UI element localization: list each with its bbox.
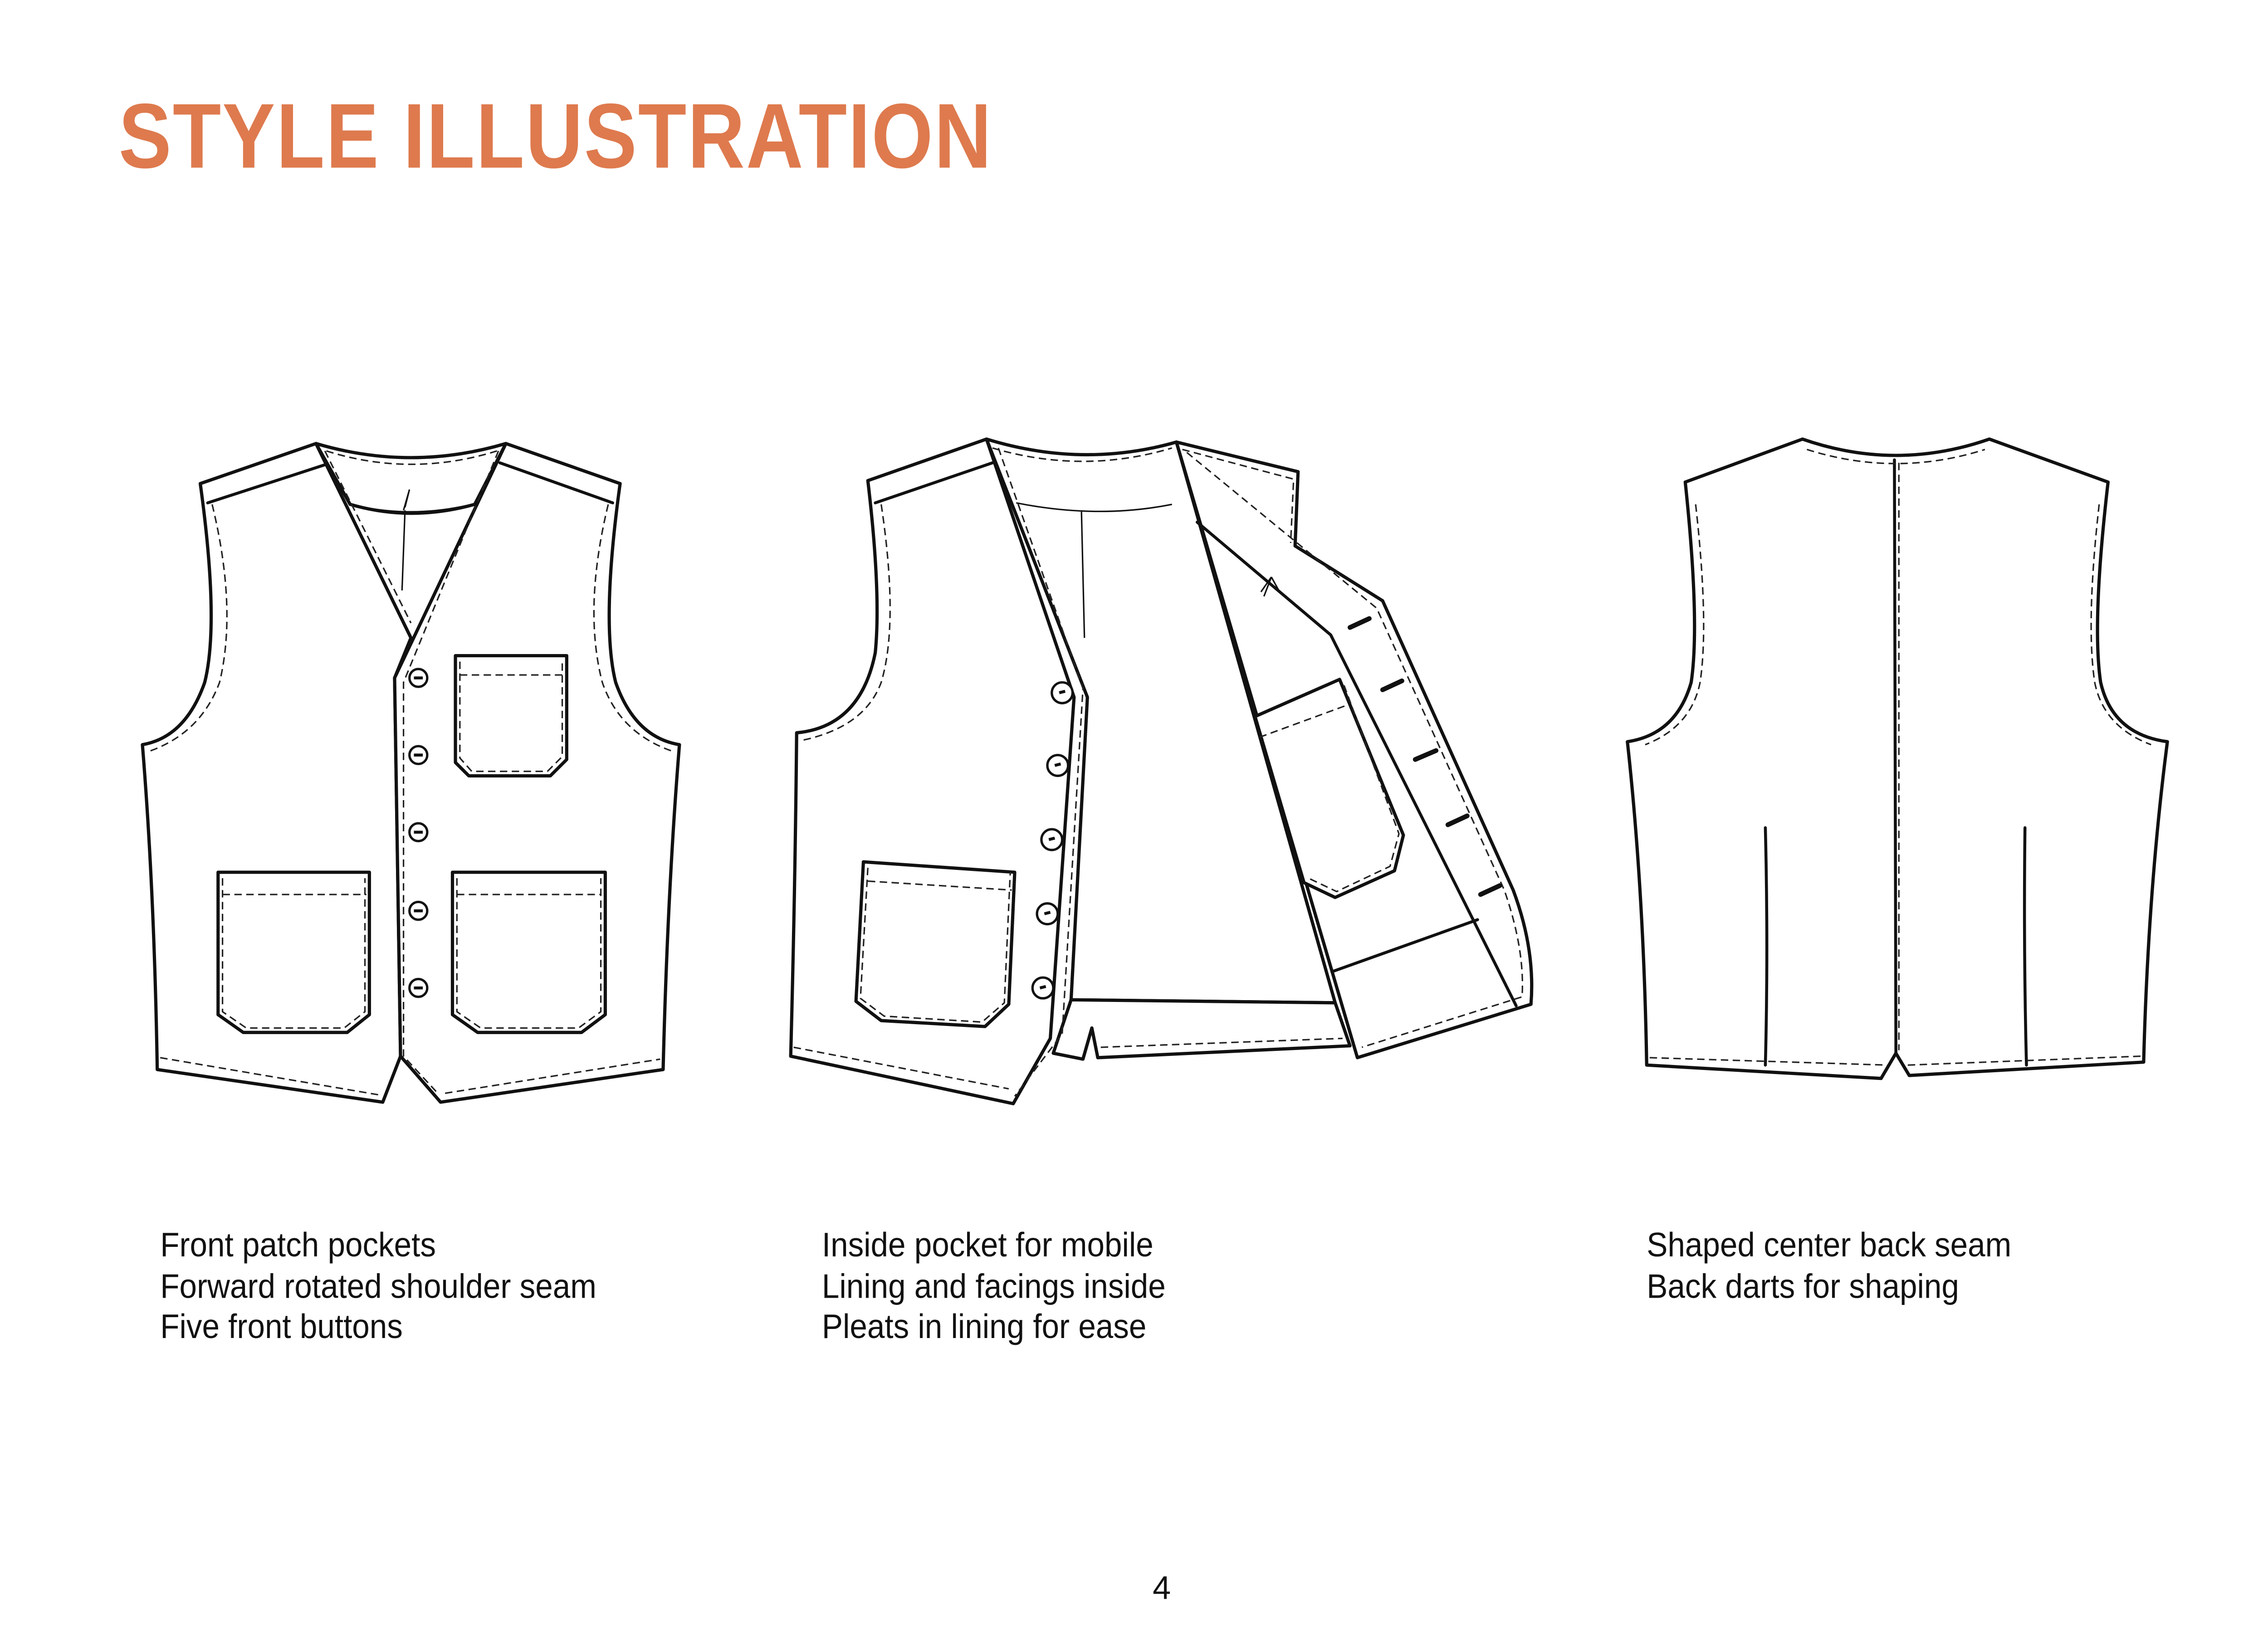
- lining-hem-edge: [1330, 918, 1479, 973]
- button-icon: [408, 745, 429, 765]
- page-title: STYLE ILLUSTRATION: [118, 86, 993, 189]
- lining-neck-line: [1016, 502, 1173, 513]
- buttonhole-icon: [1445, 813, 1470, 827]
- back-dart-right: [2023, 826, 2028, 1067]
- button-icon: [1036, 902, 1059, 926]
- lining-hem: [1051, 998, 1352, 1061]
- front-buttons: [1031, 681, 1074, 1000]
- inside-mobile-pocket: [1253, 678, 1405, 899]
- button-icon: [1051, 681, 1074, 704]
- chest-patch-pocket: [454, 654, 568, 778]
- buttonhole-icon: [1380, 678, 1404, 693]
- feature-item: Inside pocket for mobile: [821, 1225, 1154, 1264]
- button-icon: [1031, 976, 1055, 1000]
- feature-item: Lining and facings inside: [821, 1266, 1166, 1305]
- buttonholes: [1347, 616, 1502, 897]
- button-icon: [408, 822, 429, 842]
- lower-right-patch-pocket: [450, 870, 607, 1034]
- feature-item: Five front buttons: [160, 1307, 403, 1346]
- lining-pleat-arrow: [1260, 576, 1280, 597]
- button-icon: [1040, 828, 1064, 851]
- lining-neck-line: [350, 503, 472, 513]
- button-icon: [408, 668, 429, 688]
- back-view-features: Shaped center back seam Back darts for s…: [1647, 1225, 2011, 1307]
- front-view-features: Front patch pockets Forward rotated shou…: [160, 1225, 596, 1348]
- button-icon: [408, 900, 429, 921]
- feature-item: Back darts for shaping: [1647, 1266, 1959, 1305]
- vest-open-illustration: [789, 437, 1534, 1105]
- shoulder-seam-left: [206, 463, 328, 504]
- page-number: 4: [1153, 1569, 1171, 1607]
- lower-left-patch-pocket: [216, 870, 371, 1034]
- vest-back-illustration: [1626, 437, 2169, 1080]
- feature-item: Shaped center back seam: [1647, 1225, 2012, 1264]
- feature-item: Forward rotated shoulder seam: [160, 1266, 596, 1305]
- shoulder-seam-left: [874, 461, 994, 504]
- vest-front-illustration: [141, 442, 681, 1104]
- buttonhole-icon: [1413, 748, 1439, 762]
- back-dart-left: [1764, 826, 1769, 1067]
- lining-pleat: [1080, 512, 1085, 638]
- button-icon: [1046, 754, 1070, 777]
- feature-item: Front patch pockets: [160, 1225, 436, 1264]
- lower-left-patch-pocket: [854, 860, 1017, 1028]
- button-icon: [408, 977, 429, 998]
- feature-item: Pleats in lining for ease: [821, 1307, 1147, 1346]
- center-back-seam: [1893, 458, 1897, 1055]
- lining-pleat: [401, 489, 411, 591]
- shoulder-seam-right: [498, 461, 614, 504]
- back-panel: [1626, 437, 2169, 1080]
- buttonhole-icon: [1347, 616, 1372, 630]
- open-view-features: Inside pocket for mobile Lining and faci…: [822, 1225, 1166, 1348]
- front-buttons: [408, 668, 429, 998]
- facing-edge: [1196, 520, 1518, 1007]
- buttonhole-icon: [1478, 883, 1502, 897]
